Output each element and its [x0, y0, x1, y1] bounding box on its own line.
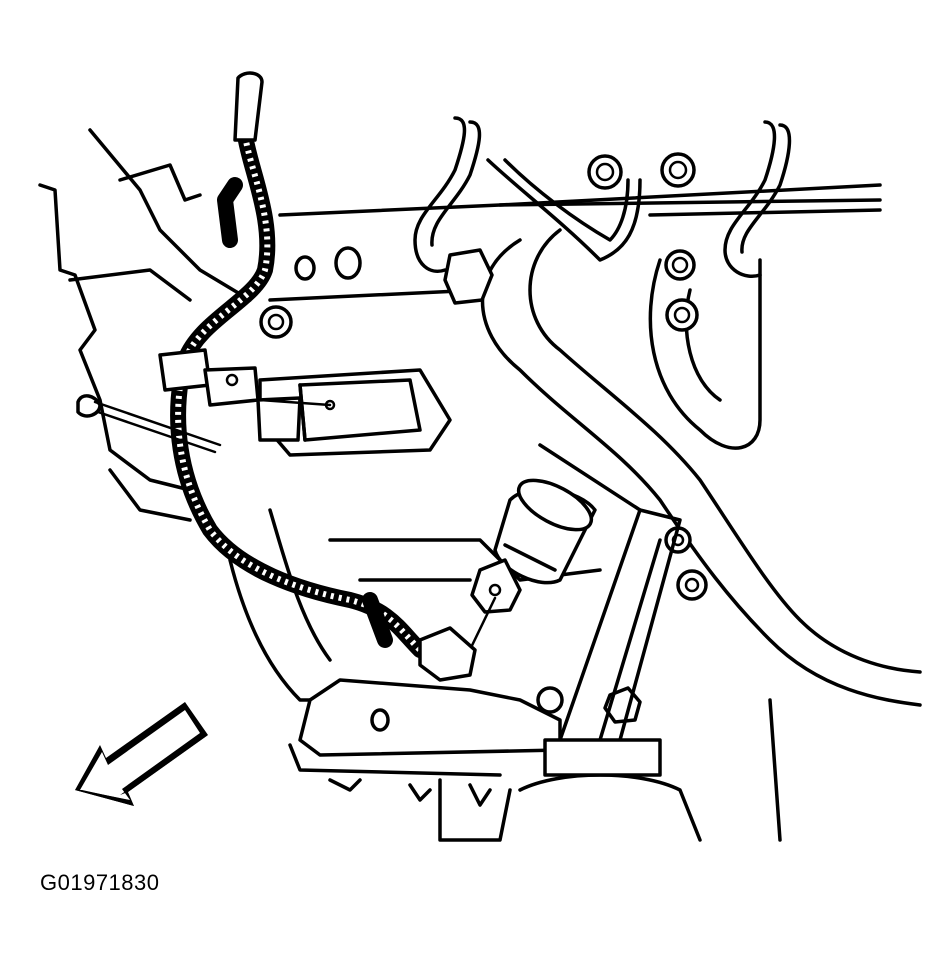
- left-bracket: [38, 128, 252, 522]
- upper-rail: [268, 183, 882, 302]
- vacuum-tubes: [413, 116, 792, 278]
- figure-code-label: G01971830: [40, 870, 160, 895]
- sensor-module: [256, 368, 452, 457]
- mount-brace: [543, 508, 682, 777]
- wiring-harness: [76, 71, 477, 682]
- engine-block: [228, 508, 782, 842]
- front-direction-arrow-icon: [75, 702, 208, 806]
- injector: [463, 478, 597, 662]
- manifold-pipe: [480, 228, 922, 707]
